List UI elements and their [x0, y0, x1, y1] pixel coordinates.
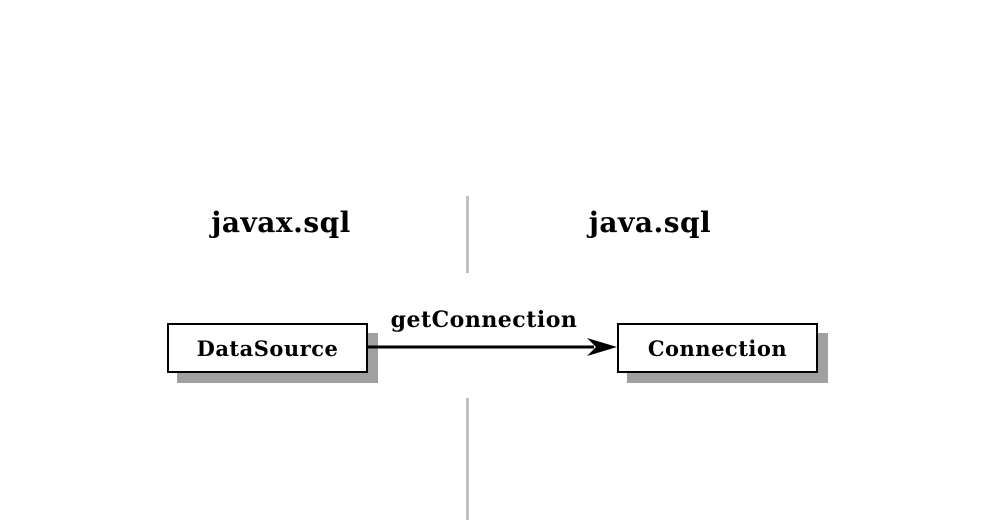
package-divider-top	[466, 196, 469, 273]
package-label-javax-sql: javax.sql	[211, 206, 351, 239]
package-label-java-sql: java.sql	[588, 206, 712, 239]
edge-label-getconnection: getConnection	[390, 307, 578, 333]
node-connection: Connection	[617, 323, 818, 373]
node-datasource: DataSource	[167, 323, 368, 373]
package-divider-bottom	[466, 398, 469, 520]
arrow-right-icon	[368, 338, 617, 356]
node-datasource-label: DataSource	[196, 335, 339, 361]
node-connection-label: Connection	[647, 335, 788, 361]
